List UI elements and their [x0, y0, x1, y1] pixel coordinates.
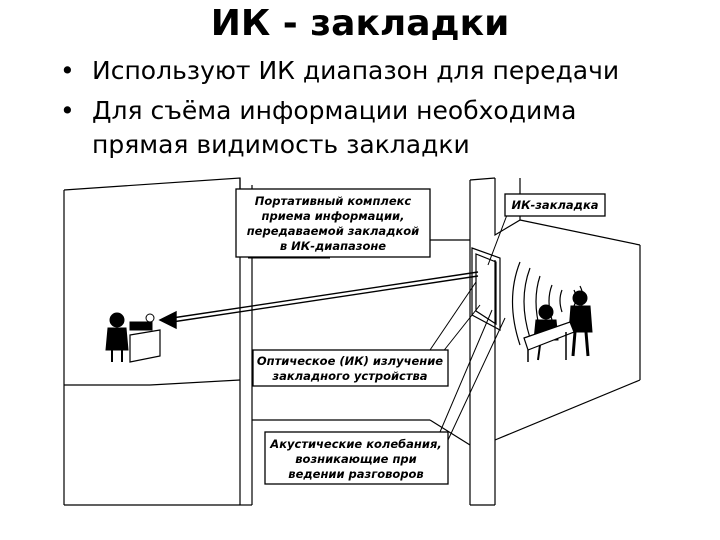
right-ceiling-line	[519, 219, 641, 246]
receiver-operator-icon	[105, 312, 161, 363]
callout-text: Оптическое (ИК) излучение	[257, 354, 443, 368]
right-room-top	[469, 177, 496, 181]
bullet-text: прямая видимость закладки	[92, 130, 470, 159]
callout-leader	[439, 309, 493, 433]
callout-text: в ИК-диапазоне	[280, 239, 386, 253]
corridor-floor-edge	[429, 419, 471, 446]
callout-optical-emission: Оптическое (ИК) излучение закладного уст…	[252, 349, 449, 387]
bullet-item: • Для съёма информации необходима прямая…	[58, 94, 708, 162]
acoustic-wave	[559, 289, 563, 313]
callout-acoustic-vibrations: Акустические колебания, возникающие при …	[264, 431, 449, 485]
left-floor-edge	[149, 379, 241, 386]
callout-text: Акустические колебания,	[269, 437, 441, 451]
callout-leader	[447, 317, 506, 441]
bullet-text: Используют ИК диапазон для передачи	[92, 56, 620, 85]
ir-beam-arrow	[158, 271, 479, 330]
callout-leader	[429, 281, 477, 351]
callout-portable-complex: Портативный комплекс приема информации, …	[235, 188, 431, 258]
window-frame	[471, 247, 501, 332]
bullet-item: • Используют ИК диапазон для передачи	[58, 54, 708, 88]
bullet-list: • Используют ИК диапазон для передачи • …	[58, 54, 708, 168]
speakers-icon	[523, 290, 593, 362]
window-inner	[475, 253, 497, 326]
left-room-ceiling	[63, 177, 241, 240]
right-floor-line	[494, 379, 641, 441]
callout-text: передаваемой закладкой	[247, 224, 420, 238]
bullet-marker: •	[60, 96, 75, 125]
callout-text: Портативный комплекс	[255, 194, 412, 208]
callout-text: приема информации,	[262, 209, 405, 223]
callout-text: возникающие при	[295, 452, 416, 466]
acoustic-wave	[511, 261, 521, 346]
bullet-text: Для съёма информации необходима	[92, 96, 577, 125]
bullet-marker: •	[60, 56, 75, 85]
callout-leader	[487, 206, 511, 266]
callout-text: ведении разговоров	[288, 467, 423, 481]
callout-text: ИК-закладка	[511, 198, 598, 212]
slide-title: ИК - закладки	[210, 3, 510, 44]
acoustic-wave	[523, 267, 531, 339]
callout-text: закладного устройства	[271, 369, 427, 383]
callout-ir-bug: ИК-закладка	[504, 193, 606, 217]
